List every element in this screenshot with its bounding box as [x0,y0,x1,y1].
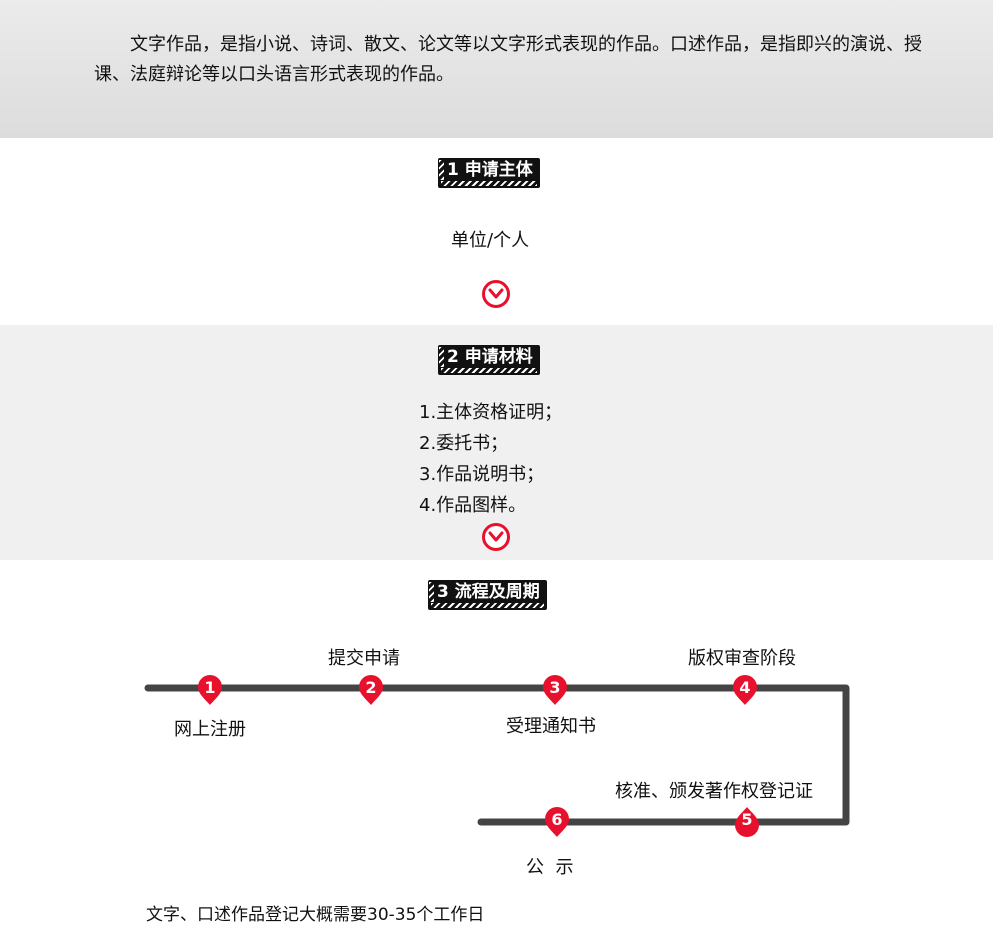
step-label: 受理通知书 [506,716,596,737]
step-label: 公 示 [526,857,574,878]
applicant-content: 单位/个人 [451,230,530,251]
section-applicant: 1 申请主体 单位/个人 [0,138,993,325]
section-badge-process: 3 流程及周期 [428,580,547,610]
step-label: 网上注册 [174,719,246,740]
section-badge-materials: 2 申请材料 [438,345,540,375]
materials-item: 3.作品说明书； [419,464,545,485]
materials-item: 1.主体资格证明； [419,402,563,423]
materials-list: 1.主体资格证明； 2.委托书； 3.作品说明书； 4.作品图样。 [419,397,562,521]
intro-text: 文字作品，是指小说、诗词、散文、论文等以文字形式表现的作品。口述作品，是指即兴的… [94,34,922,85]
intro-banner: 文字作品，是指小说、诗词、散文、论文等以文字形式表现的作品。口述作品，是指即兴的… [0,0,993,138]
process-duration-note: 文字、口述作品登记大概需要30-35个工作日 [146,905,485,925]
materials-item: 4.作品图样。 [419,495,527,516]
location-pin-icon: 2 [357,674,385,706]
step-number: 3 [549,678,561,697]
location-pin-icon: 1 [196,674,224,706]
chevron-down-circle-icon [482,523,510,551]
location-pin-icon: 4 [731,674,759,706]
step-label: 版权审查阶段 [688,648,796,669]
step-number: 6 [551,810,563,829]
process-flow-line [144,684,850,826]
location-pin-icon: 5 [733,806,761,838]
section-materials: 2 申请材料 1.主体资格证明； 2.委托书； 3.作品说明书； 4.作品图样。 [0,325,993,560]
location-pin-icon: 3 [541,674,569,706]
step-number: 2 [365,678,377,697]
step-number: 1 [204,678,216,697]
location-pin-icon: 6 [543,806,571,838]
section-badge-applicant: 1 申请主体 [438,158,540,188]
section-process: 3 流程及周期 1 2 3 4 5 6 网上注册 提交申请 受理通知书 版权审查… [0,560,993,945]
step-label: 核准、颁发著作权登记证 [615,781,813,802]
chevron-down-circle-icon [482,280,510,308]
materials-item: 2.委托书； [419,433,509,454]
step-number: 5 [741,810,753,829]
step-label: 提交申请 [328,648,400,669]
step-number: 4 [739,678,751,697]
